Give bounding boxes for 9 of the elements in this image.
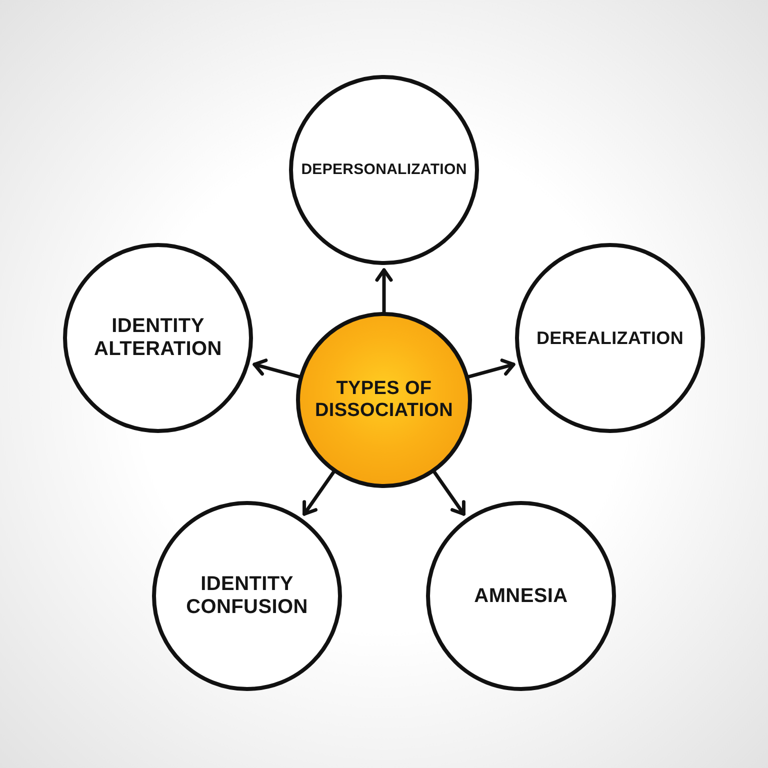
node-label: DEREALIZATION <box>536 328 684 348</box>
node-label: TYPES OF DISSOCIATION <box>314 378 454 422</box>
arrow <box>302 470 336 516</box>
node-label: AMNESIA <box>474 584 568 608</box>
node-label: IDENTITY CONFUSION <box>185 573 309 619</box>
node-label: IDENTITY ALTERATION <box>93 315 223 361</box>
arrow <box>375 268 393 314</box>
arrow <box>432 470 466 516</box>
node-label: DEPERSONALIZATION <box>301 161 467 179</box>
